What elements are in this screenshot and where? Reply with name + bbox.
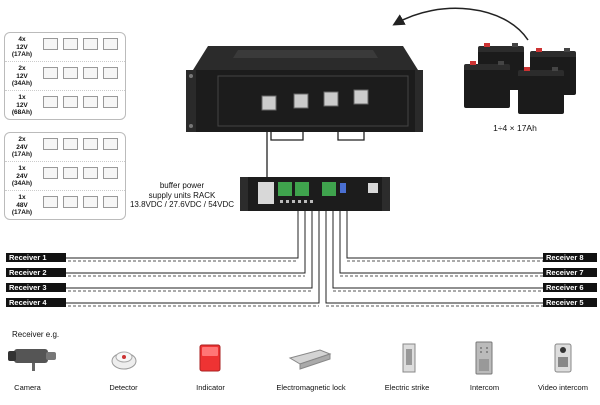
receiver-example-title: Receiver e.g. <box>12 330 60 339</box>
battery-icon <box>103 167 118 179</box>
battery-icon <box>83 96 98 108</box>
detector-icon <box>111 351 137 370</box>
battery-icon <box>63 96 78 108</box>
battery-icon <box>83 196 98 208</box>
device-label-camera: Camera <box>14 383 41 392</box>
battery-icon <box>63 196 78 208</box>
receiver-bar-1: Receiver 1 <box>6 253 66 262</box>
device-label-electric-strike: Electric strike <box>384 383 430 392</box>
receiver-bar-4: Receiver 4 <box>6 298 66 307</box>
battery <box>464 61 510 108</box>
battery-arrow <box>392 7 529 41</box>
battery-icon <box>83 138 98 150</box>
camera-icon <box>8 349 56 371</box>
battery-icon <box>63 38 78 50</box>
video-intercom-icon <box>554 343 572 373</box>
battery-icon <box>83 67 98 79</box>
indicator-icon <box>199 344 221 372</box>
battery-icon <box>83 167 98 179</box>
receiver-bar-6: Receiver 6 <box>543 283 597 292</box>
rack-enclosure <box>186 46 423 132</box>
electromagnetic-lock-icon <box>288 349 332 370</box>
intercom-icon <box>475 341 493 375</box>
receiver-wires-dashed <box>63 260 543 307</box>
receiver-bar-2: Receiver 2 <box>6 268 66 277</box>
battery <box>518 67 564 114</box>
receiver-bar-5: Receiver 5 <box>543 298 597 307</box>
battery-icon <box>103 96 118 108</box>
receiver-bar-3: Receiver 3 <box>6 283 66 292</box>
device-label-intercom: Intercom <box>469 383 500 392</box>
device-label-indicator: Indicator <box>196 383 225 392</box>
battery-icon <box>103 38 118 50</box>
device-label-electromagnetic-lock: Electromagnetic lock <box>276 383 346 392</box>
battery-icon <box>43 38 58 50</box>
battery-icon <box>103 196 118 208</box>
device-label-detector: Detector <box>109 383 138 392</box>
receiver-wires <box>63 208 543 304</box>
battery-icon <box>63 138 78 150</box>
electric-strike-icon <box>402 343 416 373</box>
battery-icon <box>63 67 78 79</box>
battery-icon <box>43 138 58 150</box>
battery-icon <box>63 167 78 179</box>
battery-icon <box>103 67 118 79</box>
battery-icon <box>43 67 58 79</box>
battery-icon <box>103 138 118 150</box>
device-label-video-intercom: Video intercom <box>538 383 588 392</box>
battery-icon <box>43 96 58 108</box>
receiver-bar-7: Receiver 7 <box>543 268 597 277</box>
battery-icon <box>43 167 58 179</box>
battery-icon <box>83 38 98 50</box>
battery-caption: 1÷4 × 17Ah <box>493 123 537 133</box>
battery-icon <box>43 196 58 208</box>
power-supply-rack <box>240 177 390 211</box>
rack-caption: buffer power supply units RACK 13.8VDC /… <box>129 181 235 209</box>
receiver-bar-8: Receiver 8 <box>543 253 597 262</box>
